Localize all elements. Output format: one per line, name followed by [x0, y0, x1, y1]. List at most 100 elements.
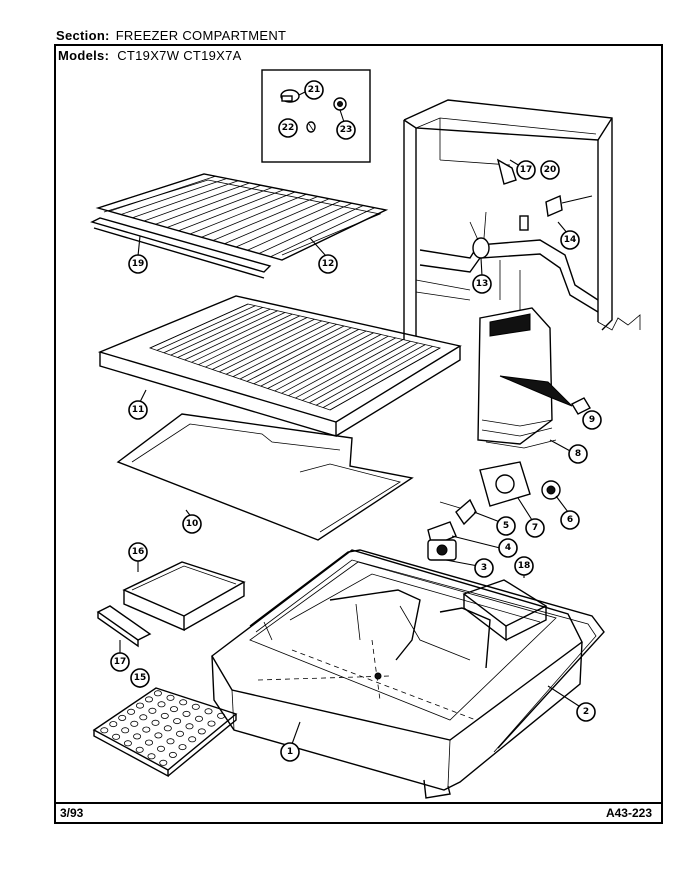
- diagram-frame: [54, 44, 663, 824]
- callout-18: 18: [514, 556, 534, 576]
- tray-cell: [159, 759, 168, 766]
- tray-cell: [207, 720, 216, 727]
- models-heading: Models:CT19X7W CT19X7A: [58, 48, 242, 63]
- callout-label: 20: [544, 165, 557, 175]
- drawing-stroke: [177, 310, 278, 358]
- drawing-stroke: [302, 340, 411, 401]
- drawing-stroke: [143, 182, 250, 222]
- drawing-stroke: [184, 312, 286, 361]
- ice-tray: [92, 687, 238, 778]
- callout-11: 11: [128, 400, 148, 420]
- callout-19: 19: [128, 254, 148, 274]
- tray-cell: [153, 690, 162, 697]
- tray-cell: [151, 719, 160, 726]
- tray-cell: [121, 727, 130, 734]
- tray-cell: [179, 699, 188, 706]
- callout-label: 22: [282, 123, 295, 133]
- tray-cell: [182, 710, 191, 717]
- tray-cell: [173, 718, 182, 725]
- freezer-cabinet: [403, 99, 641, 340]
- callout-8: 8: [568, 444, 588, 464]
- tray-cell: [168, 751, 177, 758]
- drawing-stroke: [201, 193, 307, 238]
- tray-cell: [185, 723, 194, 730]
- callout-label: 18: [518, 561, 531, 571]
- drawing-stroke: [267, 332, 374, 389]
- callout-label: 13: [476, 279, 489, 289]
- callout-16: 16: [128, 542, 148, 562]
- drawing-stroke: [295, 339, 404, 399]
- drawing-stroke: [309, 342, 419, 404]
- callout-label: 9: [589, 415, 595, 425]
- footer-divider: [54, 802, 663, 804]
- drawing-stroke: [315, 344, 426, 406]
- duct-cover: [462, 579, 548, 642]
- callout-label: 10: [186, 519, 199, 529]
- callout-17-cabinet: 17: [516, 160, 536, 180]
- tray-cell: [188, 736, 197, 743]
- callout-label: 6: [567, 515, 573, 525]
- tray-cell: [144, 739, 153, 746]
- tray-cell: [130, 720, 139, 727]
- callout-13: 13: [472, 274, 492, 294]
- callout-2: 2: [576, 702, 596, 722]
- drawing-stroke: [329, 347, 441, 411]
- tray-cell: [194, 715, 203, 722]
- drawing-stroke: [198, 315, 300, 366]
- drawing-stroke: [163, 307, 263, 354]
- drawing-stroke: [205, 317, 308, 368]
- retainer-clip: [96, 605, 152, 648]
- callout-3: 3: [474, 558, 494, 578]
- tray-cell: [144, 696, 153, 703]
- drawing-stroke: [246, 327, 352, 382]
- tray-cell: [157, 701, 166, 708]
- section-value: FREEZER COMPARTMENT: [115, 28, 287, 43]
- callout-14: 14: [560, 230, 580, 250]
- drawing-stroke: [166, 187, 273, 228]
- tray-cell: [175, 730, 184, 737]
- drawing-stroke: [274, 334, 382, 392]
- callout-label: 23: [340, 125, 353, 135]
- section-label: Section:: [56, 28, 110, 43]
- tray-cell: [178, 744, 187, 751]
- callout-9: 9: [582, 410, 602, 430]
- callout-label: 1: [287, 747, 293, 757]
- tray-cell: [166, 694, 175, 701]
- wire-shelf: [90, 173, 389, 279]
- tray-cell: [139, 714, 148, 721]
- drawing-stroke: [212, 318, 315, 370]
- callout-label: 16: [132, 547, 145, 557]
- callout-label: 4: [505, 543, 511, 553]
- fan-assembly: [427, 461, 561, 561]
- tray-cell: [154, 732, 163, 739]
- tray-cell: [166, 738, 175, 745]
- drawing-stroke: [232, 323, 337, 377]
- drawing-stroke: [239, 325, 345, 380]
- liner-panel: [116, 413, 414, 541]
- callout-12: 12: [318, 254, 338, 274]
- callout-4: 4: [498, 538, 518, 558]
- tray-cell: [160, 712, 169, 719]
- tray-cell: [123, 740, 132, 747]
- callout-label: 19: [132, 259, 145, 269]
- callout-1: 1: [280, 742, 300, 762]
- models-value: CT19X7W CT19X7A: [117, 48, 242, 63]
- callout-label: 7: [532, 523, 538, 533]
- evaporator-pan: [211, 549, 605, 799]
- drawing-stroke: [191, 313, 293, 363]
- callout-20: 20: [540, 160, 560, 180]
- callout-22: 22: [278, 118, 298, 138]
- drawing-stroke: [132, 180, 239, 219]
- drawing-stroke: [235, 200, 341, 248]
- callout-23: 23: [336, 120, 356, 140]
- tray-cell: [148, 707, 157, 714]
- tray-cell: [163, 725, 172, 732]
- callout-label: 21: [308, 85, 321, 95]
- drawing-stroke: [322, 345, 433, 408]
- drawing-stroke: [212, 196, 318, 241]
- tray-cell: [156, 745, 165, 752]
- drawing-stroke: [149, 303, 249, 349]
- drawing-stroke: [260, 330, 367, 387]
- drawing-stroke: [189, 191, 296, 235]
